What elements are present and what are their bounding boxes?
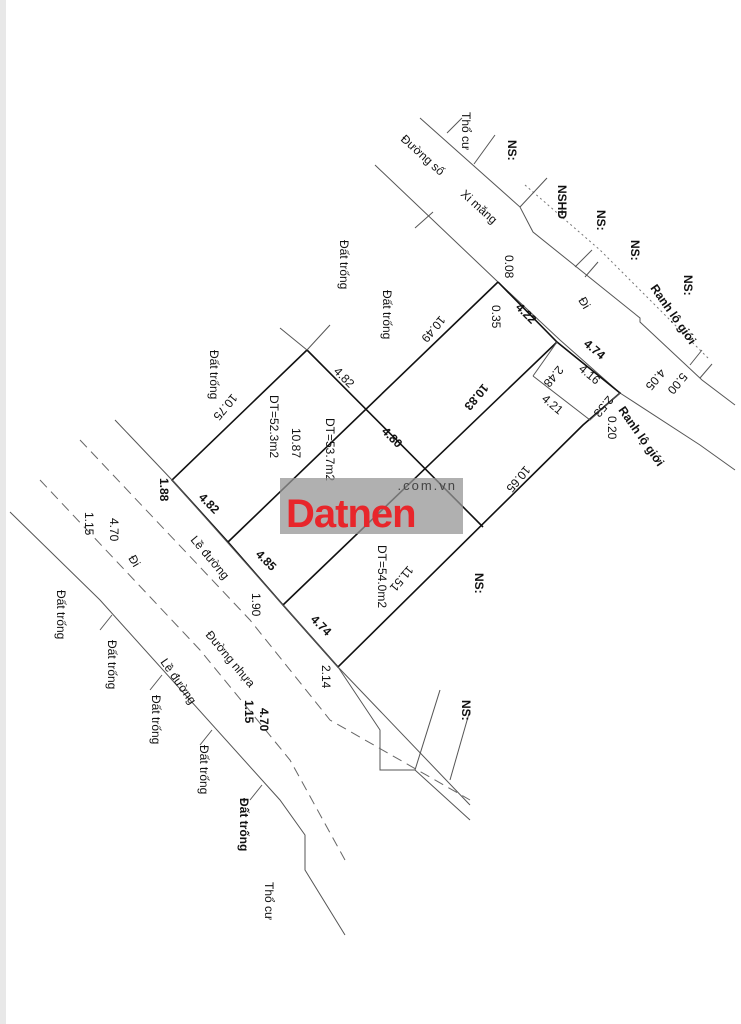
label-ns: NS: [628, 240, 642, 261]
dim-label: 4.82 [331, 364, 358, 391]
label-direction: Đi [125, 553, 143, 570]
label-road-boundary: Ranh lộ giới [616, 404, 668, 469]
dim-label: 10.87 [289, 428, 303, 458]
watermark-logo: Datnen [286, 492, 417, 536]
dim-label: 0.08 [502, 255, 516, 279]
dim-label: 2.48 [540, 363, 566, 390]
dim-label: 11.51 [387, 563, 417, 595]
page-edge [0, 0, 6, 1024]
plot-area-label: DT=53.7m2 [323, 418, 337, 481]
dim-label: 0.35 [489, 305, 503, 329]
label-vacant-land: Đất trống [54, 590, 68, 639]
plot-area-label: DT=54.0m2 [375, 545, 389, 608]
dim-label: 4.70 [257, 708, 271, 732]
dim-label: 1.90 [249, 593, 263, 617]
dim-label: 4.22 [513, 300, 540, 327]
label-road-name: Đường số [398, 132, 448, 179]
plot-area-label: DT=52.3m2 [267, 395, 281, 458]
dim-label: 4.82 [196, 490, 223, 517]
dim-label: 4.80 [379, 424, 406, 451]
label-vacant-land: Đất trống [380, 290, 394, 339]
label-vacant-land: Đất trống [337, 240, 351, 289]
dim-label: 4.05 [642, 366, 668, 393]
label-ns: NS: [594, 210, 608, 231]
label-vacant-land: Đất trống [207, 350, 221, 399]
dim-label: 4.70 [107, 518, 121, 542]
dim-label: 1.88 [157, 478, 171, 502]
label-road-surface: Xi măng [458, 187, 500, 227]
label-ns: NS: [459, 700, 473, 721]
dim-label: 1.15 [82, 512, 96, 536]
label-tho-cu: Thổ cư [262, 882, 276, 920]
bottom-road-lines [9, 419, 471, 936]
watermark: .com.vn Datnen [280, 478, 463, 534]
dim-label: 4.21 [539, 392, 566, 418]
label-ns: NSHĐ [555, 185, 569, 219]
dim-label: 4.85 [253, 547, 280, 574]
dim-label: 0.20 [605, 416, 619, 440]
dim-label: 4.16 [576, 362, 603, 388]
plot-boundaries [170, 281, 622, 806]
label-vacant-land: Đất trống [105, 640, 119, 689]
label-ns: NS: [505, 140, 519, 161]
label-tho-cu: Thổ cư [459, 112, 473, 150]
label-ns: NS: [472, 573, 486, 594]
label-vacant-land: Đất trống [149, 695, 163, 744]
dim-label: 10.49 [418, 313, 448, 345]
dim-label: 4.74 [581, 337, 608, 363]
watermark-domain: .com.vn [397, 478, 457, 493]
label-direction: Đi [575, 295, 593, 312]
label-ns: NS: [681, 275, 695, 296]
dim-label: 2.14 [319, 665, 333, 689]
label-vacant-land: Đất trống [237, 798, 251, 851]
label-vacant-land: Đất trống [197, 745, 211, 794]
dim-label: 4.74 [308, 612, 335, 639]
dim-label: 1.15 [242, 700, 256, 724]
top-road-lines [374, 117, 736, 471]
label-asphalt-road: Đường nhựa [203, 628, 258, 690]
